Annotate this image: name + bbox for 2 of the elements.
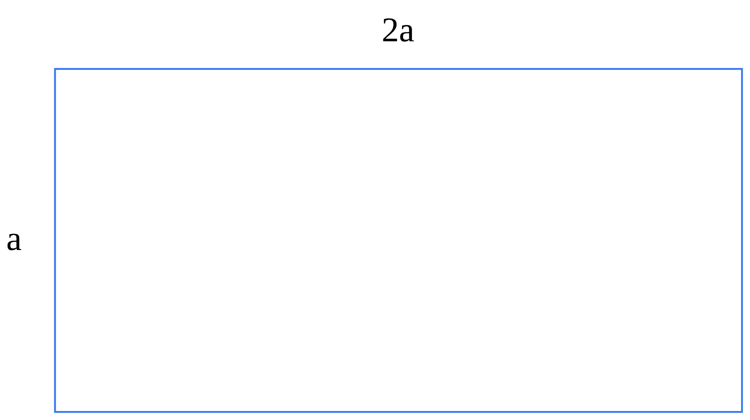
dimension-label: 2a: [383, 18, 414, 42]
dimension-label: a: [8, 234, 22, 250]
